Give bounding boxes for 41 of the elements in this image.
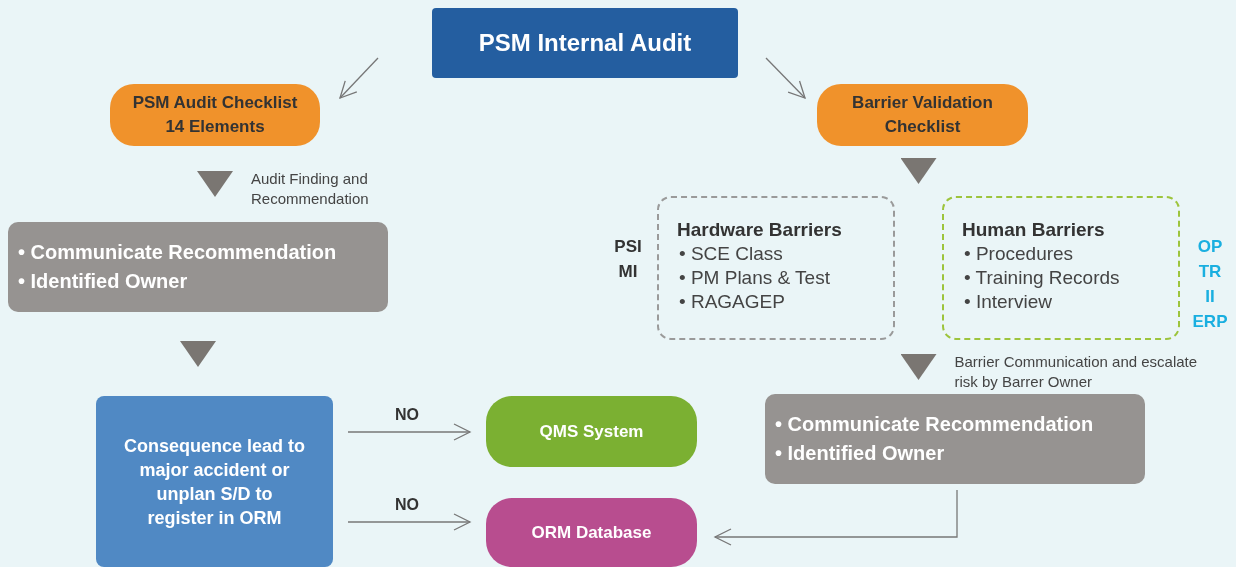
list-item: • Communicate Recommendation — [18, 240, 338, 265]
arrow — [347, 423, 471, 441]
flow-arrow — [900, 354, 937, 380]
arrow — [347, 513, 471, 531]
list-item: • Interview — [964, 290, 1053, 314]
list-item: • RAGAGEP — [679, 290, 786, 314]
node-label: PSM Audit Checklist 14 Elements — [131, 92, 299, 138]
node-label: QMS System — [538, 420, 645, 443]
section-heading: Human Barriers — [962, 218, 1106, 242]
section-heading: Hardware Barriers — [677, 218, 843, 242]
side-label: PSI — [613, 236, 643, 258]
side-label: TR — [1197, 261, 1223, 283]
process-box — [765, 394, 1145, 484]
list-item: • Identified Owner — [775, 441, 946, 466]
side-label: MI — [617, 261, 639, 283]
title-text: PSM Internal Audit — [477, 29, 693, 57]
process-box — [8, 222, 388, 312]
flow-arrow — [197, 171, 233, 197]
list-item: • Communicate Recommendation — [775, 412, 1095, 437]
side-label: ERP — [1191, 311, 1229, 333]
list-item: • Training Records — [964, 266, 1121, 290]
process-box — [110, 84, 320, 146]
list-item: • SCE Class — [679, 242, 784, 266]
process-box — [486, 396, 697, 467]
node-label: ORM Database — [530, 521, 653, 544]
side-label: OP — [1196, 236, 1224, 258]
process-box — [817, 84, 1028, 146]
list-item: • Identified Owner — [18, 269, 189, 294]
flow-arrow — [180, 341, 216, 367]
list-item: • Procedures — [964, 242, 1075, 266]
flow-arrow — [900, 158, 937, 184]
arrow — [339, 57, 379, 99]
process-box — [486, 498, 697, 567]
decision-box — [96, 396, 333, 567]
title-box — [432, 8, 738, 78]
list-item: • PM Plans & Test — [679, 266, 831, 290]
node-label: Barrier Validation Checklist — [851, 92, 994, 138]
arrow — [765, 57, 806, 99]
side-label: II — [1204, 286, 1216, 308]
arrow — [714, 489, 958, 546]
node-label: Consequence lead to major accident or unplan S/D to register in ORM — [122, 434, 306, 530]
